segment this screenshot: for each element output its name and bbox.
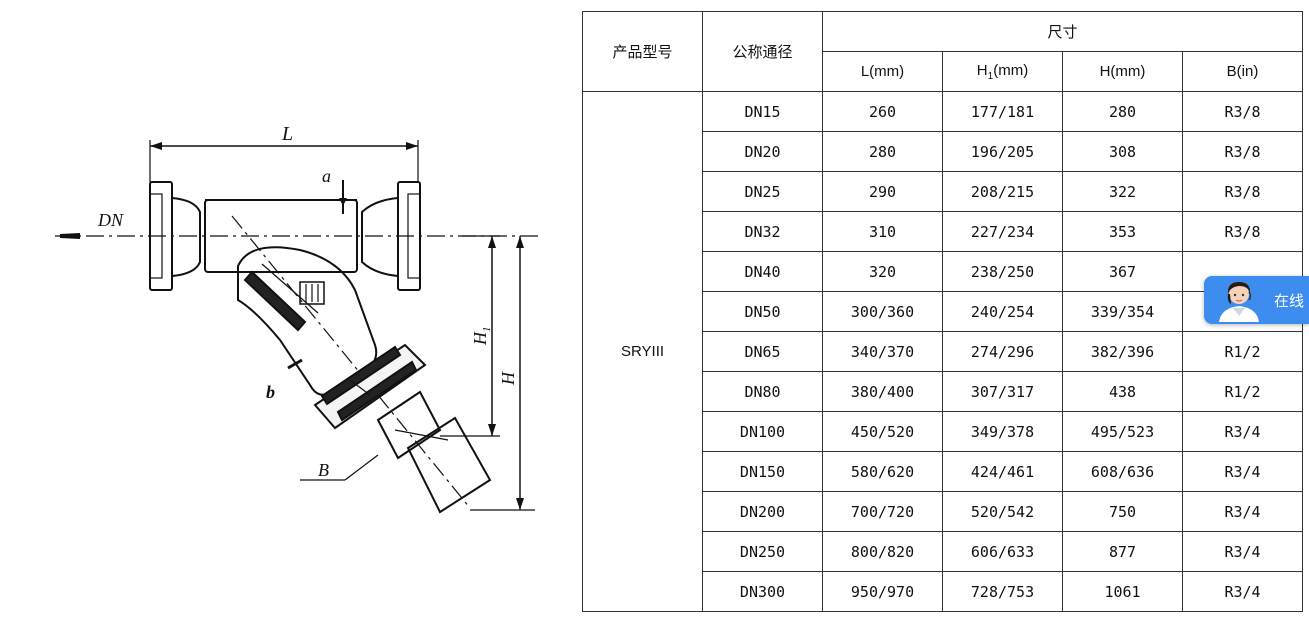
cell-L: 300/360 [822,291,943,332]
cell-dn: DN80 [702,371,823,412]
header-dimensions: 尺寸 [822,11,1303,52]
cell-H: 608/636 [1062,451,1183,492]
cell-B: R3/8 [1182,171,1303,212]
cell-B: R3/4 [1182,451,1303,492]
cell-H1: 520/542 [942,491,1063,532]
table-row: DN150 580/620 424/461 608/636 R3/4 [583,451,1303,492]
table-row: DN25 290 208/215 322 R3/8 [583,171,1303,212]
spec-table: 产品型号 公称通径 尺寸 L(mm) H1(mm) H(mm) B(in) SR… [582,11,1303,612]
label-B: B [318,460,329,480]
cell-H1: 274/296 [942,331,1063,372]
header-dn: 公称通径 [702,11,823,92]
label-H: H [498,371,518,386]
cell-L: 340/370 [822,331,943,372]
cell-dn: DN200 [702,491,823,532]
label-L: L [281,123,293,145]
cell-H: 322 [1062,171,1183,212]
cell-B: R3/4 [1182,411,1303,452]
cell-dn: DN100 [702,411,823,452]
cell-H: 495/523 [1062,411,1183,452]
strainer-technical-drawing: L DN a b B H1 H [55,123,540,514]
customer-service-avatar-icon [1219,282,1259,322]
cell-L: 450/520 [822,411,943,452]
cell-L: 950/970 [822,571,943,612]
cell-H: 438 [1062,371,1183,412]
online-label: 在线 [1274,292,1305,310]
cell-H: 750 [1062,491,1183,532]
cell-L: 700/720 [822,491,943,532]
label-a: a [322,166,331,186]
cell-H: 877 [1062,531,1183,572]
table-row: DN100 450/520 349/378 495/523 R3/4 [583,411,1303,452]
label-b: b [266,382,275,402]
cell-H1: 177/181 [942,91,1063,132]
cell-L: 260 [822,91,943,132]
cell-B: R3/8 [1182,131,1303,172]
header-model: 产品型号 [582,11,703,92]
cell-H1: 227/234 [942,211,1063,252]
cell-dn: DN25 [702,171,823,212]
cell-B: R3/4 [1182,571,1303,612]
cell-B: R3/8 [1182,91,1303,132]
table-row: DN250 800/820 606/633 877 R3/4 [583,531,1303,572]
cell-dn: DN40 [702,251,823,292]
cell-H1: 196/205 [942,131,1063,172]
cell-H: 308 [1062,131,1183,172]
cell-L: 290 [822,171,943,212]
cell-dn: DN50 [702,291,823,332]
label-H1-sub: 1 [481,327,493,333]
col-L: L(mm) [822,51,943,92]
cell-dn: DN150 [702,451,823,492]
cell-H1: 208/215 [942,171,1063,212]
cell-L: 380/400 [822,371,943,412]
cell-H1: 307/317 [942,371,1063,412]
cell-H1: 349/378 [942,411,1063,452]
cell-H: 367 [1062,251,1183,292]
cell-B: R3/4 [1182,491,1303,532]
table-row: DN300 950/970 728/753 1061 R3/4 [583,571,1303,612]
col-B: B(in) [1182,51,1303,92]
cell-L: 280 [822,131,943,172]
cell-L: 320 [822,251,943,292]
cell-H1: 606/633 [942,531,1063,572]
online-service-widget[interactable]: 在线 [1204,276,1309,324]
cell-H: 382/396 [1062,331,1183,372]
cell-dn: DN20 [702,131,823,172]
cell-L: 580/620 [822,451,943,492]
cell-H1: 424/461 [942,451,1063,492]
col-H1-sub: 1 [987,70,994,82]
table-row: SRYIII DN15 260 177/181 280 R3/8 [582,91,1303,612]
cell-dn: DN250 [702,531,823,572]
cell-B: R3/4 [1182,531,1303,572]
cell-B: R3/8 [1182,211,1303,252]
col-H1: H1(mm) [942,51,1063,92]
cell-B: R1/2 [1182,371,1303,412]
cell-dn: DN65 [702,331,823,372]
cell-H1: 240/254 [942,291,1063,332]
cell-H: 353 [1062,211,1183,252]
cell-H: 1061 [1062,571,1183,612]
label-DN: DN [97,210,124,230]
cell-L: 800/820 [822,531,943,572]
cell-H1: 728/753 [942,571,1063,612]
table-row: DN65 340/370 274/296 382/396 R1/2 [583,331,1303,372]
cell-dn: DN300 [702,571,823,612]
table-row: DN32 310 227/234 353 R3/8 [583,211,1303,252]
cell-dn: DN15 [702,91,823,132]
cell-dn: DN32 [702,211,823,252]
cell-H: 339/354 [1062,291,1183,332]
cell-L: 310 [822,211,943,252]
cell-model: SRYIII [582,91,703,612]
col-H: H(mm) [1062,51,1183,92]
cell-B: R1/2 [1182,331,1303,372]
cell-H1: 238/250 [942,251,1063,292]
cell-H: 280 [1062,91,1183,132]
label-H1: H1 [470,327,493,347]
